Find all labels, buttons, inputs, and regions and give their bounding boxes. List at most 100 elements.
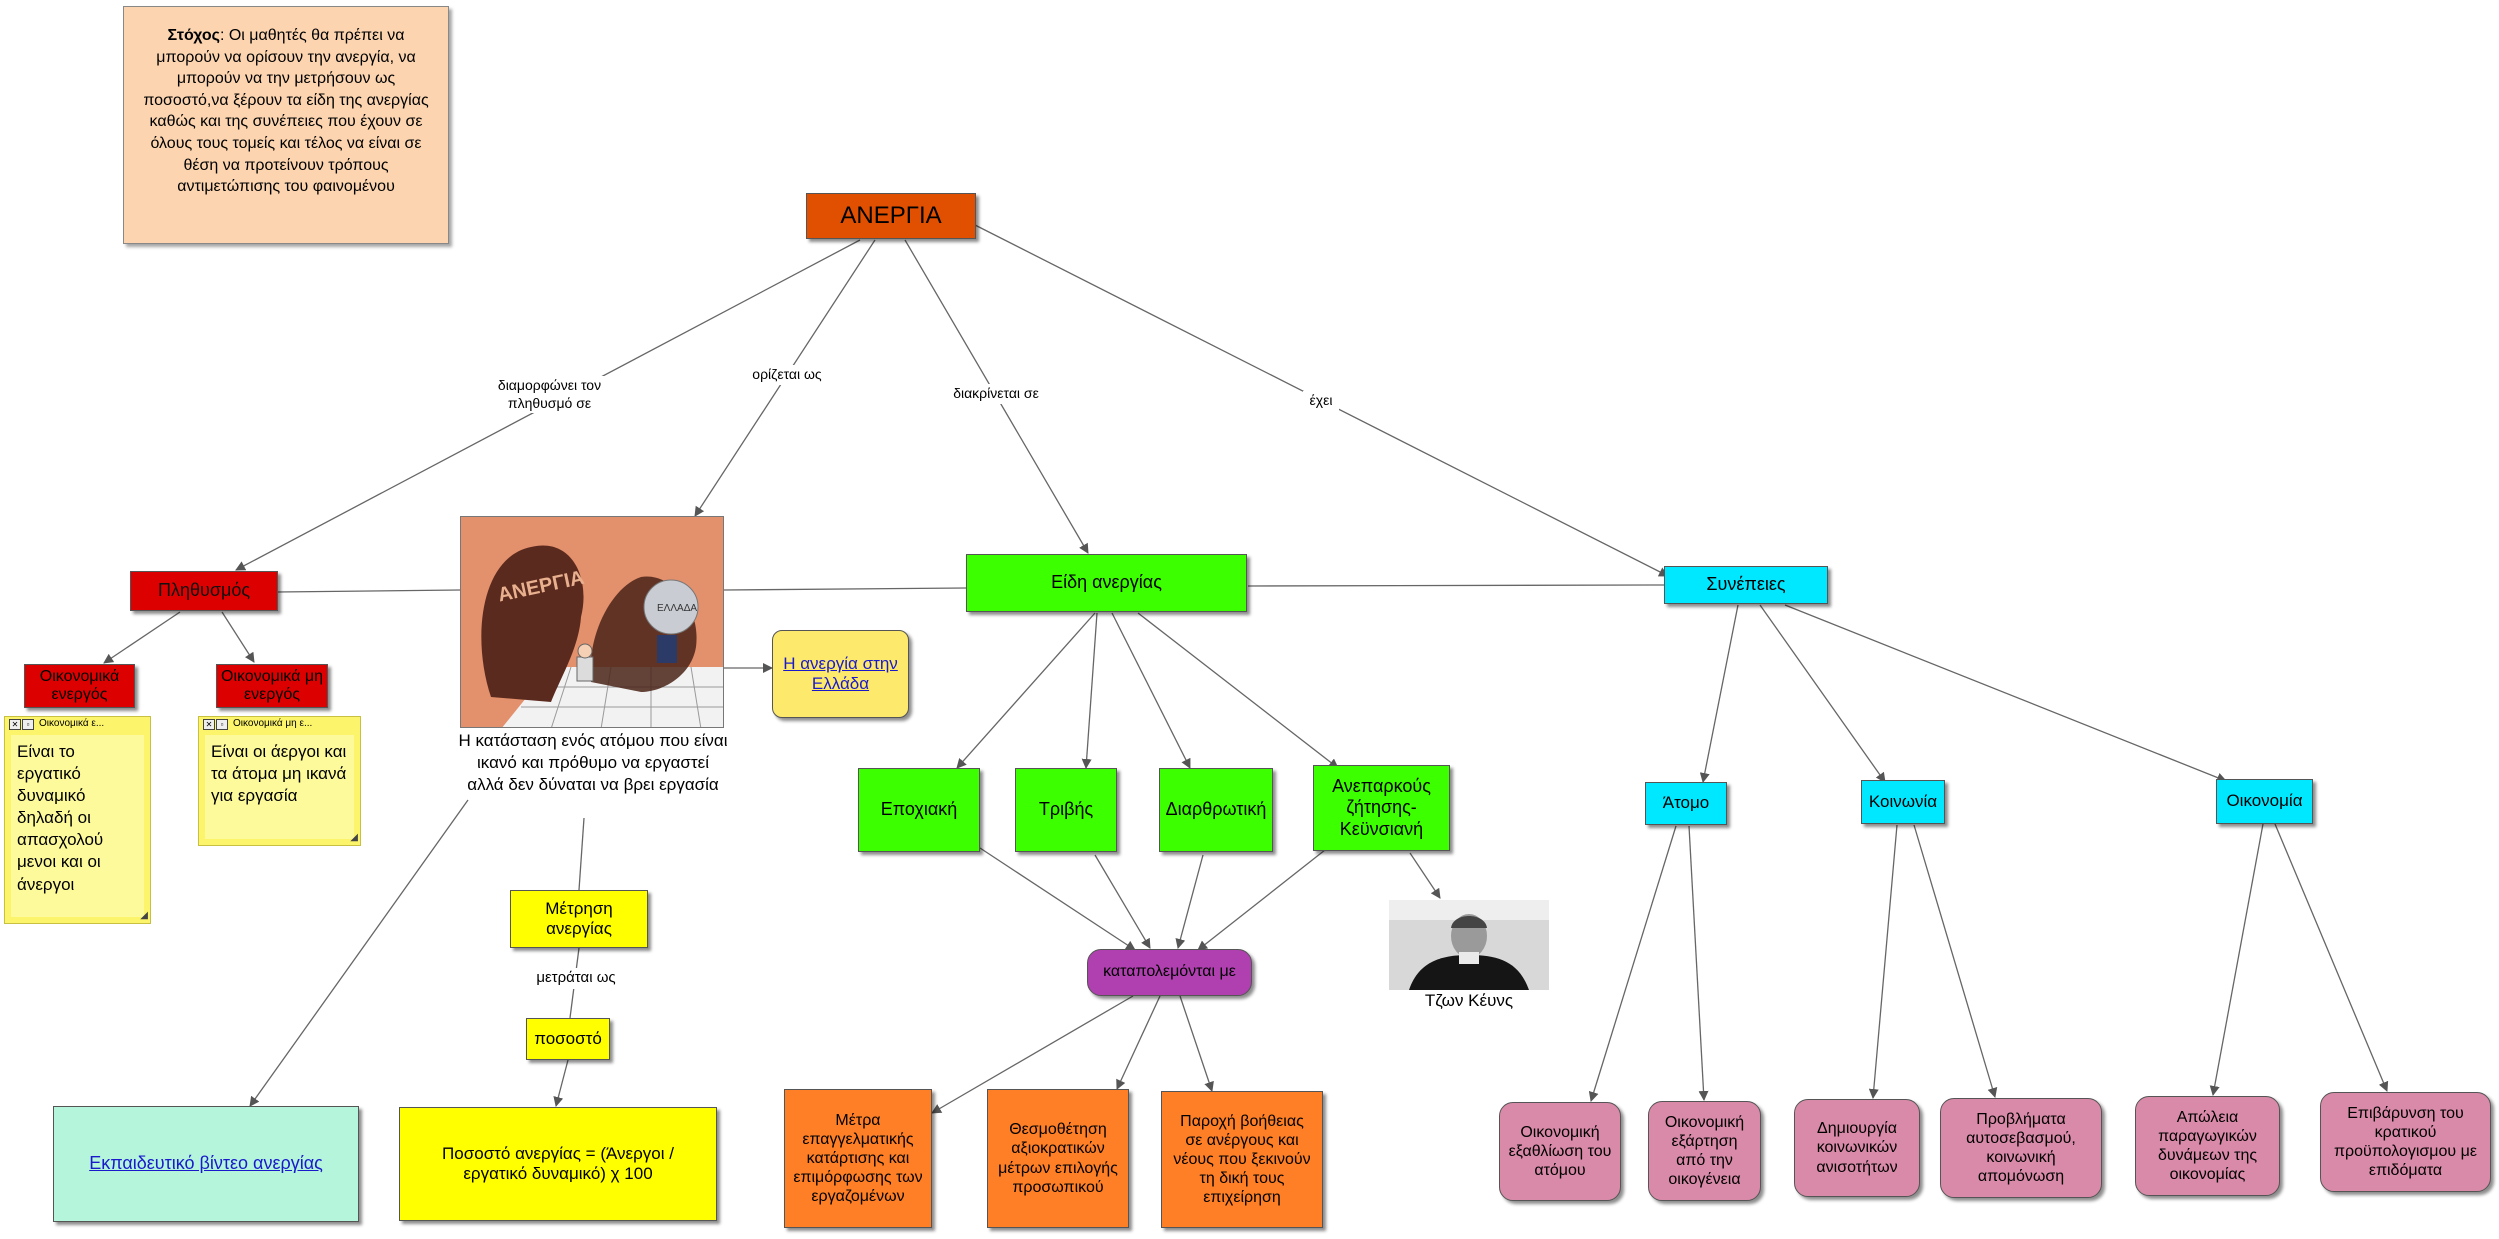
seasonal-node[interactable]: Εποχιακή [858,768,980,852]
keynesian-label: Ανεπαρκούς ζήτησης-Κεϋνσιανή [1332,775,1431,839]
edge-society-c3 [1868,824,1898,1099]
structural-label: Διαρθρωτική [1165,799,1267,820]
close-icon[interactable]: ✕ [9,719,21,730]
edge-population-inactive [221,611,255,663]
close-icon[interactable]: ✕ [203,719,215,730]
edge-frictional-combat [1094,854,1151,949]
greece-link-box[interactable]: Η ανεργία στην Ελλάδα [772,630,909,718]
c3-label: Δημιουργία κοινωνικών ανισοτήτων [1816,1120,1898,1176]
edge-combat-m3 [1179,995,1214,1092]
edge-definition-measure [578,817,585,891]
consequence-budget-burden[interactable]: Επιβάρυνση του κρατικού προϋπολογισμου μ… [2320,1092,2491,1192]
collapse-icon[interactable]: ▫ [216,719,228,730]
c1-label: Οικονομική εξαθλίωση του ατόμου [1508,1123,1612,1180]
edge-picture-types [723,587,967,591]
cartoon-ball-word: ΕΛΛΑΔΑ [657,603,697,614]
edge-combat-m2 [1116,995,1161,1090]
population-label: Πληθυσμός [157,580,251,601]
label-measured-as: μετράται ως [525,968,627,989]
c4-label: Προβλήματα αυτοσεβασμού, κοινωνική απομό… [1966,1110,2076,1186]
edge-consequences-society [1759,604,1886,783]
measure-meritocracy[interactable]: Θεσμοθέτηση αξιοκρατικών μέτρων επιλογής… [987,1089,1129,1228]
m2-label: Θεσμοθέτηση αξιοκρατικών μέτρων επιλογής… [998,1121,1118,1196]
edge-types-keynesian [1137,612,1339,769]
resize-grip-icon[interactable]: ◢ [350,832,358,843]
frictional-node[interactable]: Τριβής [1015,768,1117,852]
label-divided-into: διακρίνεται σε [943,384,1049,404]
structural-node[interactable]: Διαρθρωτική [1159,768,1273,852]
active-node[interactable]: Οικονομικά ενεργός [24,664,135,708]
individual-node[interactable]: Άτομο [1645,782,1727,825]
consequences-label: Συνέπειες [1706,574,1786,595]
note-active-body: Είναι το εργατικό δυναμικό δηλαδή οι απα… [11,735,144,917]
edge-economy-c6 [2274,823,2389,1092]
note-inactive-titlebar: ✕ ▫ Οικονομικά μη ε... [199,717,360,731]
root-label: ΑΝΕΡΓΙΑ [840,201,942,229]
m3-label: Παροχή βοήθειας σε ανέργους και νέους πο… [1173,1112,1311,1207]
types-node[interactable]: Είδη ανεργίας [966,554,1247,612]
greece-link[interactable]: Η ανεργία στην Ελλάδα [783,653,898,693]
video-link-box[interactable]: Εκπαιδευτικό βίντεο ανεργίας [53,1106,359,1222]
root-node[interactable]: ΑΝΕΡΓΙΑ [806,193,976,239]
formula-node[interactable]: Ποσοστό ανεργίας = (Άνεργοι / εργατικό δ… [399,1107,717,1221]
note-inactive[interactable]: ✕ ▫ Οικονομικά μη ε... Είναι οι άεργοι κ… [198,716,361,846]
edge-combat-m1 [931,995,1134,1114]
keynesian-node[interactable]: Ανεπαρκούς ζήτησης-Κεϋνσιανή [1313,765,1450,851]
edge-keynesian-keynes [1409,852,1441,899]
edge-consequences-individual [1699,604,1739,783]
cartoon-drawing: ΑΝΕΡΓΙΑ ΕΛΛΑΔΑ [461,517,723,727]
edge-consequences-economy [1784,604,2227,783]
resize-grip-icon[interactable]: ◢ [140,910,148,921]
m1-label: Μέτρα επαγγελματικής κατάρτισης και επιμ… [793,1111,923,1206]
active-label: Οικονομικά ενεργός [39,668,120,703]
measure-node[interactable]: Μέτρηση ανεργίας [510,890,648,948]
measure-support[interactable]: Παροχή βοήθειας σε ανέργους και νέους πο… [1161,1091,1323,1228]
edge-types-structural [1111,612,1191,769]
frictional-label: Τριβής [1038,799,1094,820]
goal-text: : Οι μαθητές θα πρέπει να μπορούν να ορί… [143,27,429,196]
keynes-caption: Τζων Κέυνς [1424,991,1514,1010]
note-active-title: Οικονομικά ε... [39,718,105,729]
edge-keynesian-combat [1197,849,1326,951]
inactive-node[interactable]: Οικονομικά μη ενεργός [216,664,328,708]
edge-economy-c5 [2209,823,2264,1096]
edge-types-seasonal [956,612,1096,769]
individual-label: Άτομο [1662,793,1710,813]
note-inactive-body: Είναι οι άεργοι και τα άτομα μη ικανά γι… [205,735,354,839]
society-node[interactable]: Κοινωνία [1861,780,1945,824]
definition-text: Η κατάσταση ενός ατόμου που είναι ικανό … [458,731,728,795]
note-inactive-title: Οικονομικά μη ε... [233,718,313,729]
economy-node[interactable]: Οικονομία [2216,779,2313,824]
seasonal-label: Εποχιακή [880,799,958,820]
measure-training[interactable]: Μέτρα επαγγελματικής κατάρτισης και επιμ… [784,1089,932,1228]
edge-seasonal-combat [979,847,1136,951]
measure-label: Μέτρηση ανεργίας [545,898,613,938]
consequences-node[interactable]: Συνέπειες [1664,566,1828,604]
types-label: Είδη ανεργίας [1051,572,1162,593]
note-active-titlebar: ✕ ▫ Οικονομικά ε... [5,717,150,731]
economy-label: Οικονομία [2226,791,2303,811]
consequence-poverty[interactable]: Οικονομική εξαθλίωση του ατόμου [1499,1102,1621,1201]
collapse-icon[interactable]: ▫ [22,719,34,730]
edge-types-frictional [1081,612,1098,769]
keynes-photo[interactable] [1389,900,1549,990]
population-node[interactable]: Πληθυσμός [130,571,278,611]
edge-individual-c1 [1588,825,1677,1102]
consequence-inequality[interactable]: Δημιουργία κοινωνικών ανισοτήτων [1794,1099,1920,1197]
consequence-dependence[interactable]: Οικονομική εξάρτηση από την οικογένεια [1648,1101,1761,1201]
percent-node[interactable]: ποσοστό [526,1018,610,1060]
edge-individual-c2 [1688,825,1709,1101]
inactive-label: Οικονομικά μη ενεργός [221,668,323,703]
edge-structural-combat [1175,854,1204,949]
goal-box: Στόχος: Οι μαθητές θα πρέπει να μπορούν … [123,6,449,244]
consequence-isolation[interactable]: Προβλήματα αυτοσεβασμού, κοινωνική απομό… [1940,1098,2102,1198]
combat-node[interactable]: καταπολεμόνται με [1087,949,1252,996]
note-active[interactable]: ✕ ▫ Οικονομικά ε... Είναι το εργατικό δυ… [4,716,151,924]
edge-population-picture [276,589,461,593]
unemployment-cartoon-image[interactable]: ΑΝΕΡΓΙΑ ΕΛΛΑΔΑ [460,516,724,728]
video-link[interactable]: Εκπαιδευτικό βίντεο ανεργίας [89,1153,323,1174]
consequence-productive-loss[interactable]: Απώλεια παραγωγικών δυνάμεων της οικονομ… [2135,1096,2280,1196]
label-shapes-population: διαμορφώνει τον πληθυσμό σε [489,376,610,413]
edge-definition-video [249,799,469,1107]
